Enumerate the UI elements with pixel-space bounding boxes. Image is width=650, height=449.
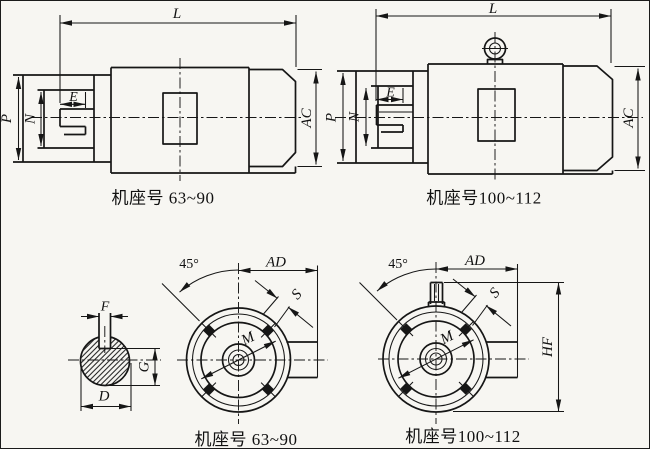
dim-label-ac-top-left: AC xyxy=(299,107,315,128)
dim-label-ad-right: AD xyxy=(464,253,485,269)
fan-cover xyxy=(563,65,614,174)
dimension-L: L xyxy=(59,6,297,103)
dim-label-hf: HF xyxy=(540,336,556,358)
terminal-box xyxy=(286,341,318,379)
dim-label-n-top-right: N xyxy=(347,111,363,123)
dim-label-p-top-right: P xyxy=(324,113,340,123)
dim-label-45-right: 45° xyxy=(388,257,408,272)
eyebolt-stud xyxy=(427,281,446,307)
dim-label-m-left: M xyxy=(238,328,259,349)
shaft xyxy=(59,108,94,136)
mounting-bolt-holes xyxy=(398,321,474,397)
dimension-45deg: 45° xyxy=(161,257,239,322)
flange-block xyxy=(337,70,428,164)
dim-label-l-top-left: L xyxy=(172,6,181,22)
caption-bottom-right: 机座号100~112 xyxy=(405,427,521,446)
fan-cover xyxy=(249,68,297,173)
end-view-frame-100-112: M 45° AD S HF 机座号100~112 xyxy=(359,253,564,446)
shaft xyxy=(375,104,413,133)
dim-label-ac-top-right: AC xyxy=(621,107,637,128)
dimension-P: P xyxy=(324,72,346,162)
dimension-AC: AC xyxy=(297,68,322,168)
terminal-box xyxy=(477,88,516,142)
dimension-L: L xyxy=(375,1,612,101)
dimension-P: P xyxy=(1,76,22,161)
dimension-E: E xyxy=(59,90,87,108)
dimension-N: N xyxy=(347,87,369,147)
dimension-S: S xyxy=(254,280,314,328)
flange-block xyxy=(13,74,111,163)
shaft-section-view: F G D xyxy=(68,300,161,411)
dimension-E: E xyxy=(376,86,404,103)
end-view-frame-63-90: M 45° AD S 机座号 63~90 xyxy=(161,255,328,449)
dim-label-d: D xyxy=(98,389,110,405)
dim-label-ad-left: AD xyxy=(265,255,286,271)
dimension-G: G xyxy=(105,347,160,387)
dimension-D: D xyxy=(80,363,132,411)
side-view-frame-100-112: L E P N AC 机座号100~112 xyxy=(324,1,645,208)
dimension-F: F xyxy=(81,300,128,320)
dim-label-g: G xyxy=(137,361,153,372)
mounting-bolt-holes xyxy=(201,322,276,398)
motor-body xyxy=(110,66,296,174)
caption-top-left: 机座号 63~90 xyxy=(112,189,215,208)
motor-body xyxy=(427,63,613,175)
side-view-frame-63-90: L E P N AC 机座号 63~90 xyxy=(1,6,322,208)
dimension-AC: AC xyxy=(614,65,645,172)
dim-label-l-top-right: L xyxy=(488,1,497,17)
dim-label-s-right: S xyxy=(487,285,504,302)
terminal-box xyxy=(485,341,518,379)
dimension-S: S xyxy=(452,278,512,327)
dim-label-s-left: S xyxy=(289,286,306,303)
caption-top-right: 机座号100~112 xyxy=(426,189,542,208)
dimension-N: N xyxy=(23,91,44,147)
dimension-AD: AD xyxy=(435,253,519,378)
dim-label-m-right: M xyxy=(437,327,458,348)
caption-bottom-left: 机座号 63~90 xyxy=(195,430,298,449)
dim-label-e-top-left: E xyxy=(68,90,78,105)
dimension-HF: HF xyxy=(444,281,564,413)
dimension-45deg: 45° xyxy=(359,257,437,321)
dim-label-45-left: 45° xyxy=(179,257,199,272)
dimension-AD: AD xyxy=(238,255,319,378)
dim-label-e-top-right: E xyxy=(385,86,395,101)
dim-label-f: F xyxy=(100,300,110,315)
dim-label-n-top-left: N xyxy=(23,113,39,125)
dim-label-p-top-left: P xyxy=(1,114,15,124)
